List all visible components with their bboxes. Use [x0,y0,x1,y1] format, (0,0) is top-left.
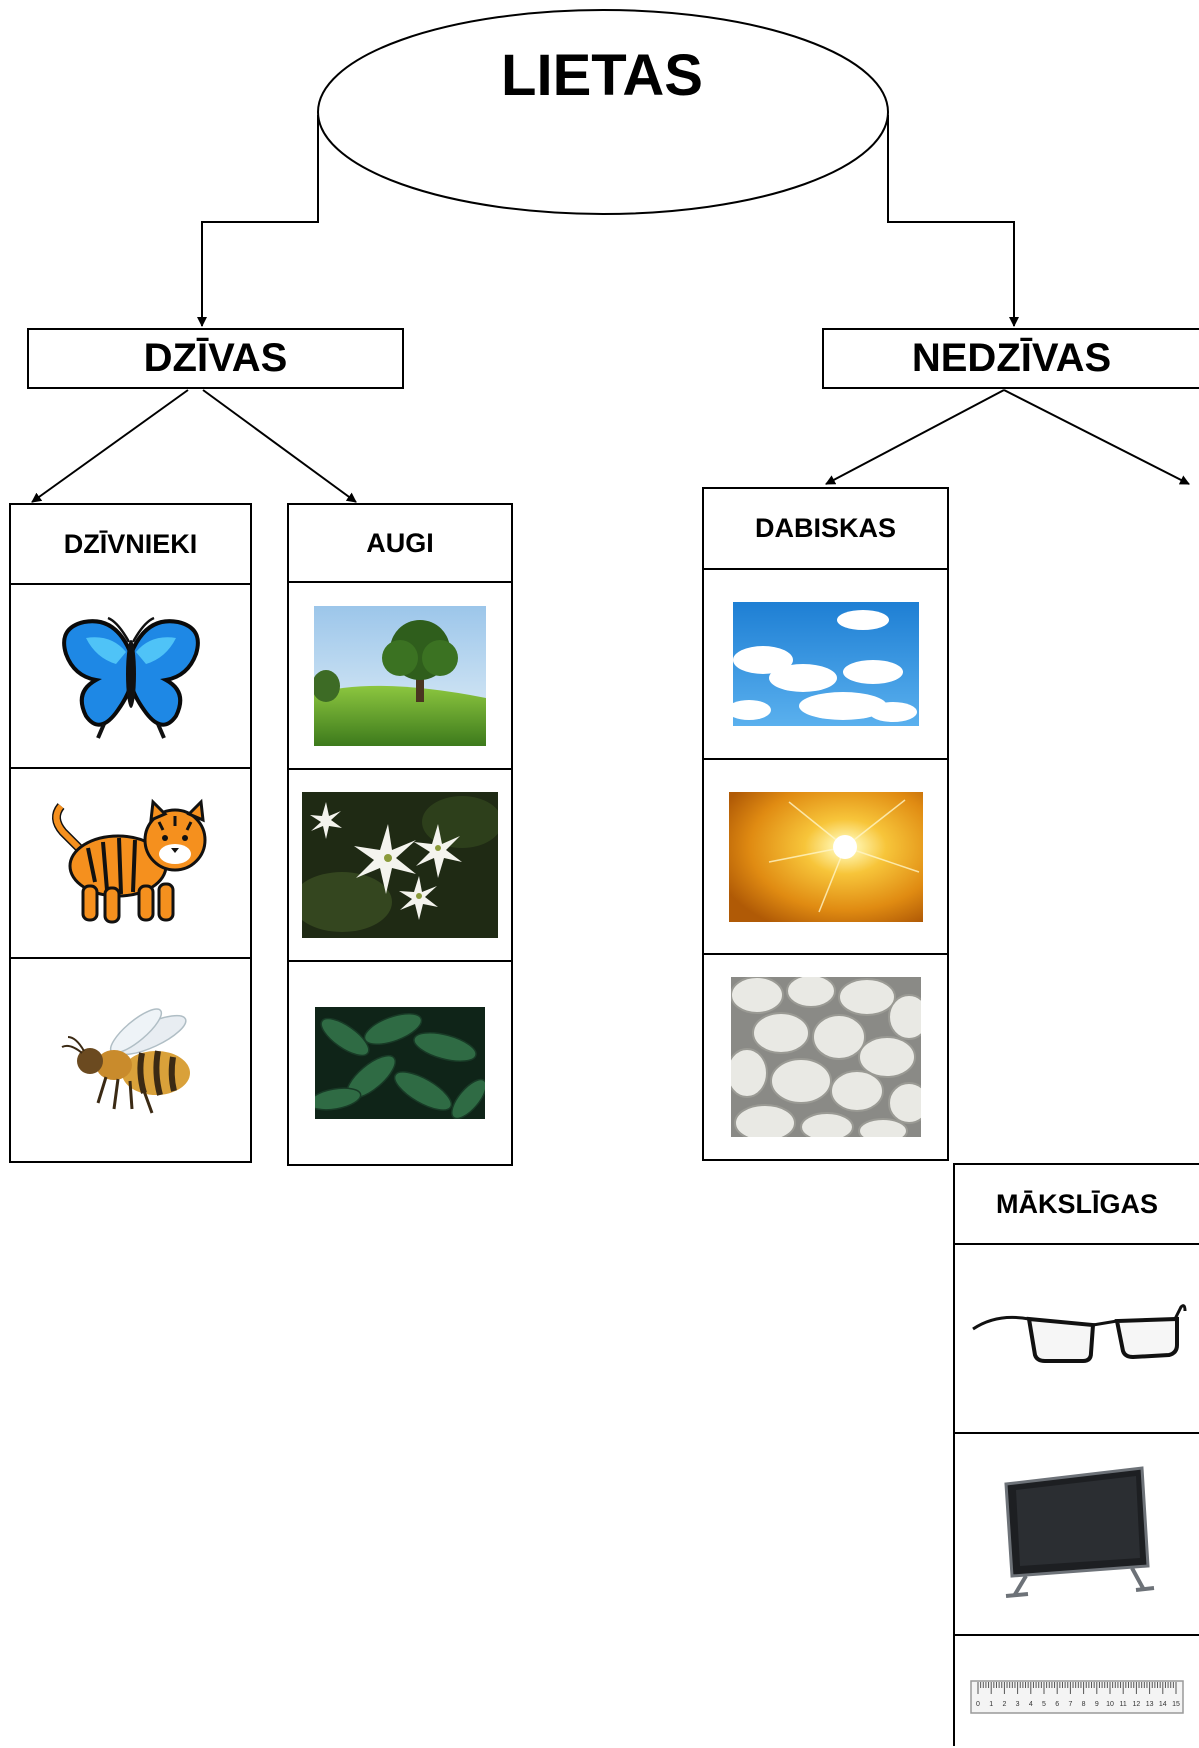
connector-living-to-plants [202,389,357,503]
ruler-number: 5 [1042,1701,1046,1708]
ruler-number: 1 [989,1701,993,1708]
animals-column: DZĪVNIEKI [9,503,252,1163]
butterfly-cell [11,585,250,769]
connector-nonliving-to-natural [825,389,1005,485]
cloudy-sky-photo [732,602,919,726]
ruler-number: 15 [1172,1701,1180,1708]
bee-cell [11,959,250,1161]
nonliving-label: NEDZĪVAS [911,336,1112,380]
nonliving-box: NEDZĪVAS [822,328,1199,389]
ruler-number: 11 [1120,1701,1127,1708]
sun-cell [704,760,947,955]
sky-cell [704,570,947,760]
tiger-cell [11,769,250,959]
ruler-number: 13 [1146,1701,1154,1708]
connector-living-to-animals [31,389,189,503]
television-picture [1004,1466,1155,1598]
ruler-number: 6 [1055,1701,1059,1708]
glasses-cell [955,1245,1199,1434]
ruler-number: 0 [976,1701,980,1708]
white-flowers-photo [302,792,498,938]
leaves-cell [289,962,511,1164]
artificial-header: MĀKSLĪGAS [955,1165,1199,1245]
butterfly-picture [61,616,200,739]
root-label: LIETAS [501,43,703,108]
ruler-number: 2 [1002,1701,1006,1708]
green-leaves-photo [315,1007,485,1119]
root-oval [317,9,889,215]
ruler-number: 12 [1133,1701,1141,1708]
ruler-number: 7 [1068,1701,1072,1708]
bee-picture [61,1007,190,1114]
connector-root-to-living [197,115,319,327]
natural-column: DABISKAS [702,487,949,1161]
living-label: DZĪVAS [143,336,288,380]
tiger-kitten-picture [52,798,207,924]
ruler-number: 3 [1016,1701,1020,1708]
plants-header: AUGI [289,505,511,583]
ruler-number: 10 [1106,1701,1114,1708]
living-box: DZĪVAS [27,328,404,389]
tv-cell [955,1434,1199,1636]
tree-meadow-photo [314,605,486,746]
ruler-number: 14 [1159,1701,1167,1708]
ruler-number: 9 [1095,1701,1099,1708]
natural-header: DABISKAS [704,489,947,570]
animals-header: DZĪVNIEKI [11,505,250,585]
flowers-cell [289,770,511,962]
ruler-number: 8 [1082,1701,1086,1708]
connector-root-to-nonliving [887,115,1019,327]
sun-photo [728,791,923,922]
connector-nonliving-to-artificial [1003,389,1190,485]
white-pebbles-photo [730,977,921,1137]
plants-column: AUGI [287,503,513,1166]
tree-cell [289,583,511,770]
pebbles-cell [704,955,947,1159]
eyeglasses-picture [972,1303,1187,1363]
ruler-number: 4 [1029,1701,1033,1708]
